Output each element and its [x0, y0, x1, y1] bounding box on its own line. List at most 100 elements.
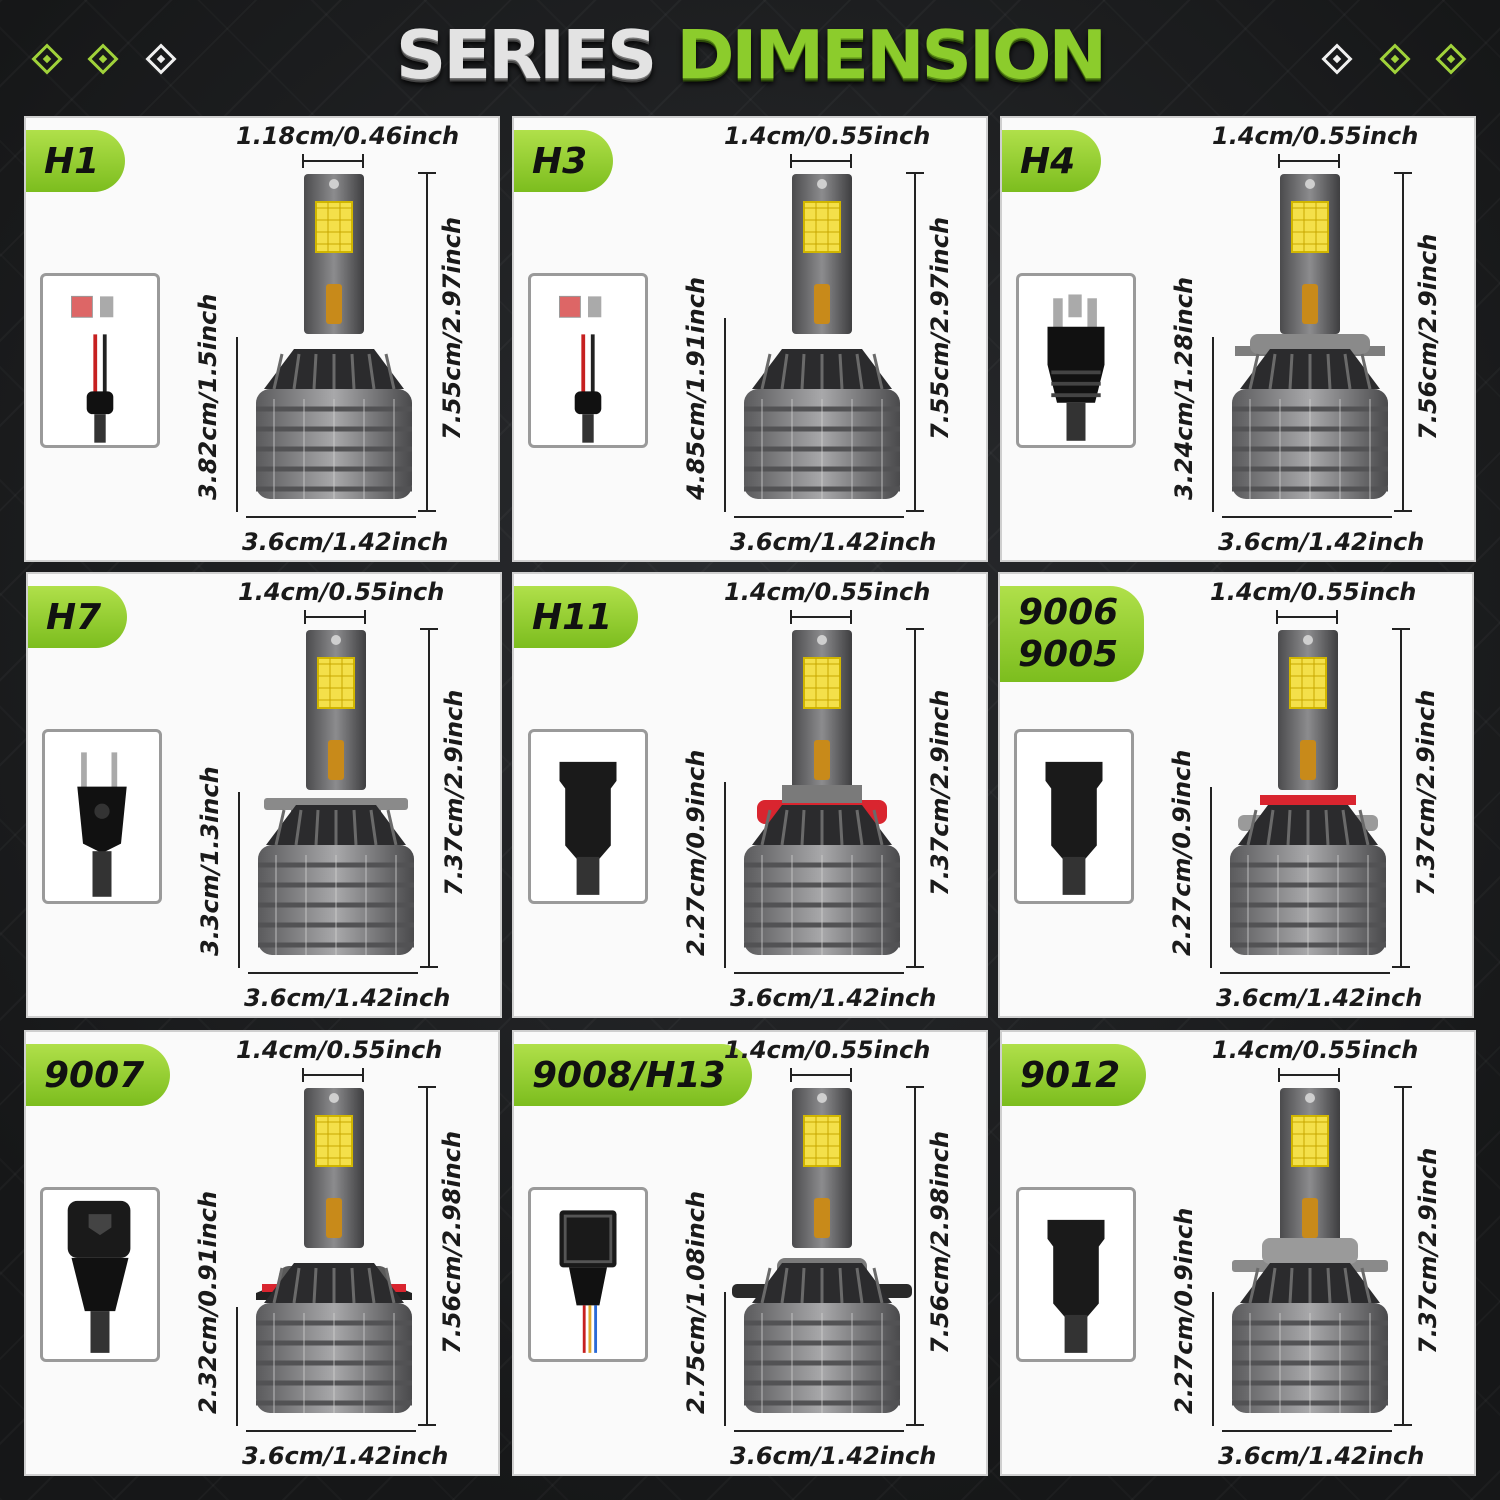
model-label: 9007 — [44, 1054, 145, 1096]
base-height-label: 3.3cm/1.3inch — [196, 766, 224, 956]
led-bulb-icon — [744, 630, 900, 955]
base-height-line — [238, 792, 240, 968]
total-height-line — [1402, 1086, 1404, 1426]
dim-tick — [1338, 154, 1340, 168]
base-height-line — [724, 1292, 726, 1426]
total-height-line — [428, 628, 430, 968]
top-width-line — [302, 1074, 364, 1076]
model-label-2: 9005 — [1018, 634, 1119, 675]
dim-tick — [364, 610, 366, 624]
base-width-line — [1222, 1430, 1392, 1432]
model-label: H1 — [44, 140, 100, 182]
dim-tick — [850, 1068, 852, 1082]
base-height-line — [724, 782, 726, 968]
dim-tick — [1394, 1424, 1412, 1426]
dim-tick — [850, 154, 852, 168]
bulb-card: H1 1.18cm/0.46inch 7.55cm/2.97inch 3.82c… — [24, 116, 500, 562]
bulb-illustration — [244, 174, 424, 538]
title-word-series: SERIES — [395, 16, 657, 94]
base-height-label: 2.27cm/0.9inch — [1170, 1207, 1198, 1414]
base-width-line — [246, 516, 416, 518]
dim-tick — [304, 610, 306, 624]
h3-wire-connector-icon — [528, 273, 648, 448]
h11-socket-connector-icon — [528, 729, 648, 904]
total-height-line — [426, 172, 428, 512]
total-height-line — [1402, 172, 1404, 512]
base-width-label: 3.6cm/1.42inch — [244, 984, 451, 1012]
model-badge: H4 — [1002, 130, 1102, 192]
base-width-label: 3.6cm/1.42inch — [1216, 984, 1423, 1012]
dim-tick — [1394, 510, 1412, 512]
total-height-line — [1400, 628, 1402, 968]
9012-socket-connector-icon — [1016, 1187, 1136, 1362]
model-label: 9012 — [1020, 1054, 1121, 1096]
dim-tick — [906, 966, 924, 968]
dim-tick — [420, 628, 438, 630]
led-bulb-icon — [256, 1088, 412, 1413]
dim-tick — [302, 154, 304, 168]
base-height-line — [1212, 1292, 1214, 1426]
model-badge: H7 — [28, 586, 128, 648]
base-height-line — [1210, 787, 1212, 968]
base-height-label: 3.24cm/1.28inch — [1170, 276, 1198, 500]
total-height-label: 7.55cm/2.97inch — [438, 216, 466, 440]
top-width-line — [1278, 160, 1340, 162]
9006-socket-connector-icon — [1014, 729, 1134, 904]
base-height-label: 2.32cm/0.91inch — [194, 1190, 222, 1414]
top-width-line — [1278, 1074, 1340, 1076]
led-bulb-icon — [256, 174, 412, 499]
top-width-line — [790, 616, 852, 618]
bulb-card: 9012 1.4cm/0.55inch 7.37cm/2.9inch 2.27c… — [1000, 1030, 1476, 1476]
led-bulb-icon — [258, 630, 414, 955]
base-width-label: 3.6cm/1.42inch — [730, 984, 937, 1012]
dim-tick — [420, 966, 438, 968]
dim-tick — [906, 510, 924, 512]
base-width-line — [734, 1430, 904, 1432]
bulb-illustration — [1220, 1088, 1400, 1452]
dim-tick — [1336, 610, 1338, 624]
top-width-label: 1.4cm/0.55inch — [238, 578, 445, 606]
top-width-label: 1.4cm/0.55inch — [724, 1036, 931, 1064]
top-width-line — [304, 616, 366, 618]
bulb-card: H4 1.4cm/0.55inch 7.56cm/2.9inch 3.24cm/… — [1000, 116, 1476, 562]
model-label-1: 9006 — [1018, 592, 1119, 633]
9007-socket-connector-icon — [40, 1187, 160, 1362]
bulb-illustration — [246, 630, 426, 994]
total-height-label: 7.37cm/2.9inch — [440, 689, 468, 896]
total-height-line — [914, 628, 916, 968]
total-height-line — [426, 1086, 428, 1426]
model-label: H11 — [532, 596, 613, 638]
total-height-label: 7.37cm/2.9inch — [1414, 1147, 1442, 1354]
total-height-line — [914, 172, 916, 512]
bulb-illustration — [732, 630, 912, 994]
base-width-line — [246, 1430, 416, 1432]
model-badge: H11 — [514, 586, 639, 648]
top-width-label: 1.4cm/0.55inch — [1210, 578, 1417, 606]
model-label: H4 — [1020, 140, 1076, 182]
bulb-illustration — [244, 1088, 424, 1452]
dim-tick — [418, 1424, 436, 1426]
base-height-label: 4.85cm/1.91inch — [682, 276, 710, 500]
top-width-label: 1.4cm/0.55inch — [236, 1036, 443, 1064]
base-width-label: 3.6cm/1.42inch — [730, 528, 937, 556]
model-label: H7 — [46, 596, 102, 638]
dim-tick — [1394, 172, 1412, 174]
base-height-line — [236, 1307, 238, 1426]
model-badge: 9012 — [1002, 1044, 1147, 1106]
base-width-line — [248, 972, 418, 974]
total-height-label: 7.55cm/2.97inch — [926, 216, 954, 440]
base-width-label: 3.6cm/1.42inch — [1218, 1442, 1425, 1470]
dim-tick — [418, 172, 436, 174]
h4-plug-connector-icon — [1016, 273, 1136, 448]
dim-tick — [850, 610, 852, 624]
base-height-line — [1212, 337, 1214, 512]
base-width-label: 3.6cm/1.42inch — [730, 1442, 937, 1470]
title-word-dimension: DIMENSION — [676, 16, 1107, 94]
bulb-illustration — [732, 174, 912, 538]
dim-tick — [790, 154, 792, 168]
total-height-line — [914, 1086, 916, 1426]
base-height-line — [236, 337, 238, 512]
dim-tick — [302, 1068, 304, 1082]
